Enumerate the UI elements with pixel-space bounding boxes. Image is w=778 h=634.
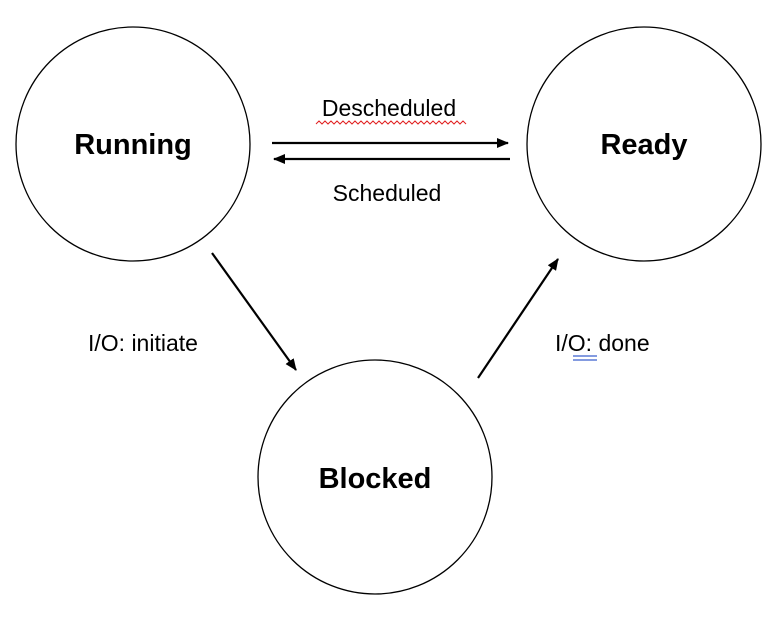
arrow-io-initiate	[211, 252, 297, 371]
state-blocked-circle	[257, 359, 493, 595]
state-ready-circle	[526, 26, 762, 262]
state-ready-label: Ready	[600, 129, 687, 161]
state-running-label: Running	[74, 129, 192, 161]
state-blocked: Blocked	[257, 359, 493, 595]
state-running-circle	[15, 26, 251, 262]
arrow-io-done	[477, 258, 559, 379]
label-io-done: I/O: done	[555, 330, 650, 356]
state-ready: Ready	[526, 26, 762, 262]
label-scheduled: Scheduled	[333, 180, 442, 206]
label-descheduled: Descheduled	[322, 95, 456, 121]
state-running: Running	[15, 26, 251, 262]
label-io-initiate: I/O: initiate	[88, 330, 198, 356]
spellcheck-squiggle	[315, 120, 467, 125]
state-blocked-label: Blocked	[319, 463, 432, 495]
